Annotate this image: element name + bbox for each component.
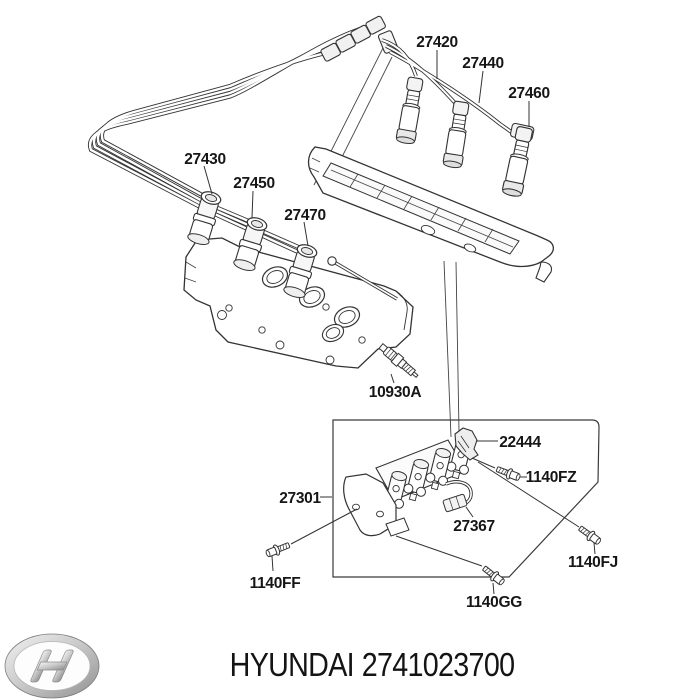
hyundai-logo <box>4 633 100 699</box>
locating-lines-coil-pack <box>443 260 460 438</box>
bolt-1140fz <box>494 463 523 484</box>
part-label-27440: 27440 <box>462 55 504 72</box>
spark-plug-boot-27460 <box>501 122 537 199</box>
part-label-27367: 27367 <box>453 518 495 535</box>
leader-lines <box>203 50 596 595</box>
bolt-1140ff <box>264 539 292 560</box>
detail-box-outline <box>332 419 600 578</box>
noise-condenser-27367 <box>442 480 473 513</box>
part-label-27450: 27450 <box>233 175 275 192</box>
valve-cover-left <box>183 237 414 369</box>
part-label-27470: 27470 <box>284 207 326 224</box>
part-number: 2741023700 <box>362 646 515 683</box>
bolt-1140fj <box>576 523 604 548</box>
part-label-1140fj: 1140FJ <box>568 554 618 571</box>
spark-plug-boot-27420 <box>395 75 427 146</box>
cables-to-boots <box>381 38 523 142</box>
cover-stud <box>327 256 398 301</box>
spark-plug <box>378 342 419 378</box>
part-label-27460: 27460 <box>508 85 550 102</box>
part-label-10930a: 10930A <box>369 384 422 401</box>
part-label-27420: 27420 <box>416 34 458 51</box>
wire-terminal-block <box>320 15 399 62</box>
part-label-1140gg: 1140GG <box>466 594 522 611</box>
spark-plug-cable-loop <box>87 22 375 259</box>
part-label-27301: 27301 <box>279 490 321 507</box>
brand-name: HYUNDAI <box>230 646 354 683</box>
valve-cover-right <box>307 146 554 283</box>
part-label-22444: 22444 <box>499 434 541 451</box>
part-label-1140ff: 1140FF <box>250 575 301 592</box>
spark-plug-boot-27440 <box>441 100 473 170</box>
part-label-1140fz: 1140FZ <box>526 469 578 486</box>
ignition-coil-assembly <box>343 427 479 537</box>
part-label-27430: 27430 <box>184 151 226 168</box>
